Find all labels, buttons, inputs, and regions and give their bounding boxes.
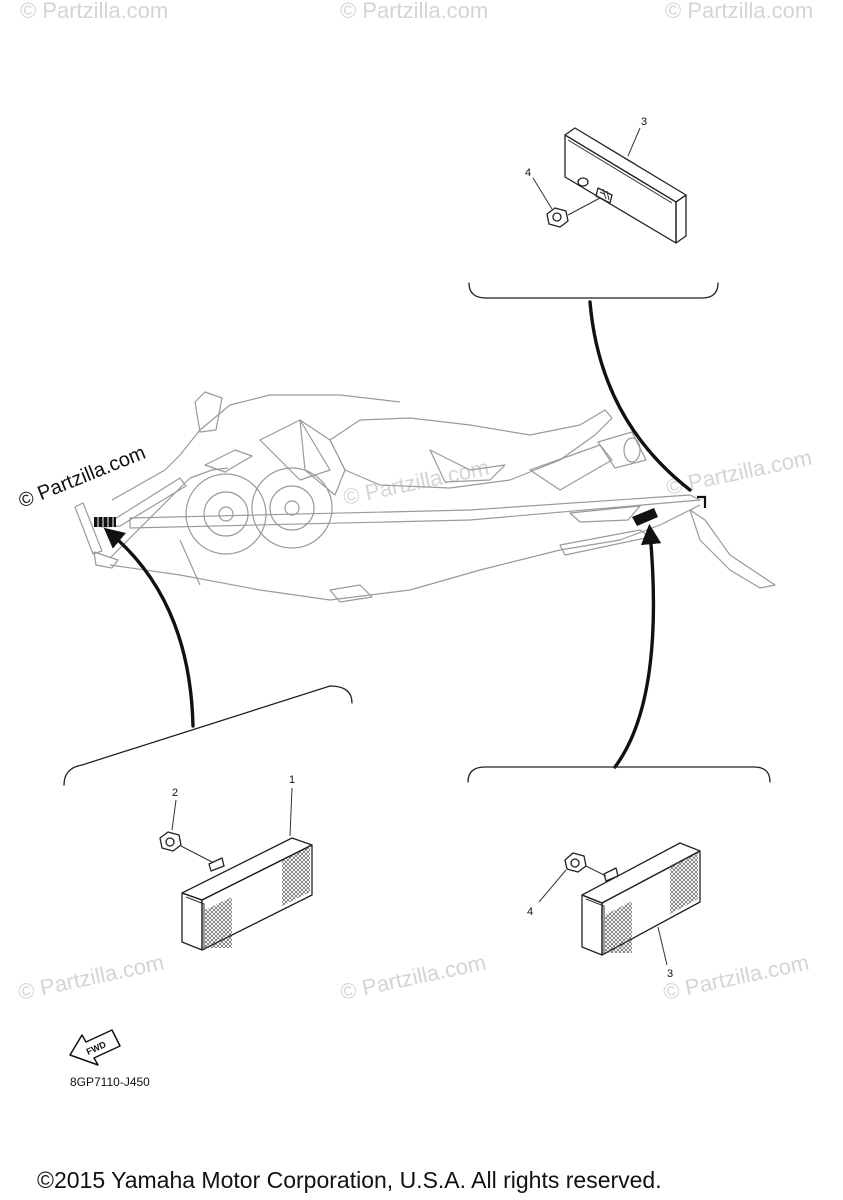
reflector-plate-top [564,127,687,244]
detail-bracket-top [468,282,719,299]
watermark: © Partzilla.com [341,455,491,510]
diagram-code: 8GP7110-J450 [70,1075,150,1089]
watermark: © Partzilla.com [338,950,488,1005]
stud-top [577,177,613,204]
stud-front [208,857,225,872]
watermark: © Partzilla.com [661,950,811,1005]
callout-3-top: 3 [641,116,647,128]
bogie-wheels [185,467,333,555]
fwd-arrow-icon: FWD [69,1029,121,1066]
detail-bracket-right [467,766,771,783]
watermark: © Partzilla.com [665,0,813,23]
front-reflector-mark [94,517,116,527]
leader-curve-top [588,300,692,492]
rear-reflector-mark [697,495,707,508]
detail-bracket-left [63,685,353,786]
brand-watermark: © Partzilla.com [16,442,149,513]
ski [74,502,103,555]
detail-top: 4 3 [468,116,719,299]
watermark: © Partzilla.com [664,445,814,500]
stud-side [603,867,619,882]
watermark: © Partzilla.com [20,0,168,23]
nut-side [564,852,587,873]
reflector-front [181,837,313,951]
watermark: © Partzilla.com [340,0,488,23]
watermark: © Partzilla.com [16,950,166,1005]
leader-curve-right [613,523,662,769]
leader-curve-left [103,527,195,728]
nut-front [159,831,182,852]
nut-top [546,207,569,228]
copyright-text: ©2015 Yamaha Motor Corporation, U.S.A. A… [37,1167,662,1193]
reflector-side [581,842,701,956]
detail-bottom-right: 4 3 [467,766,771,980]
snowmobile [74,391,776,603]
callout-2: 2 [172,787,178,799]
callout-1: 1 [289,774,295,786]
callout-4-top: 4 [525,167,531,179]
callout-3-bottom: 3 [667,968,673,980]
callout-4-bottom: 4 [527,906,533,918]
side-reflector-mark [632,508,658,526]
detail-bottom-left: 2 1 [63,685,353,951]
